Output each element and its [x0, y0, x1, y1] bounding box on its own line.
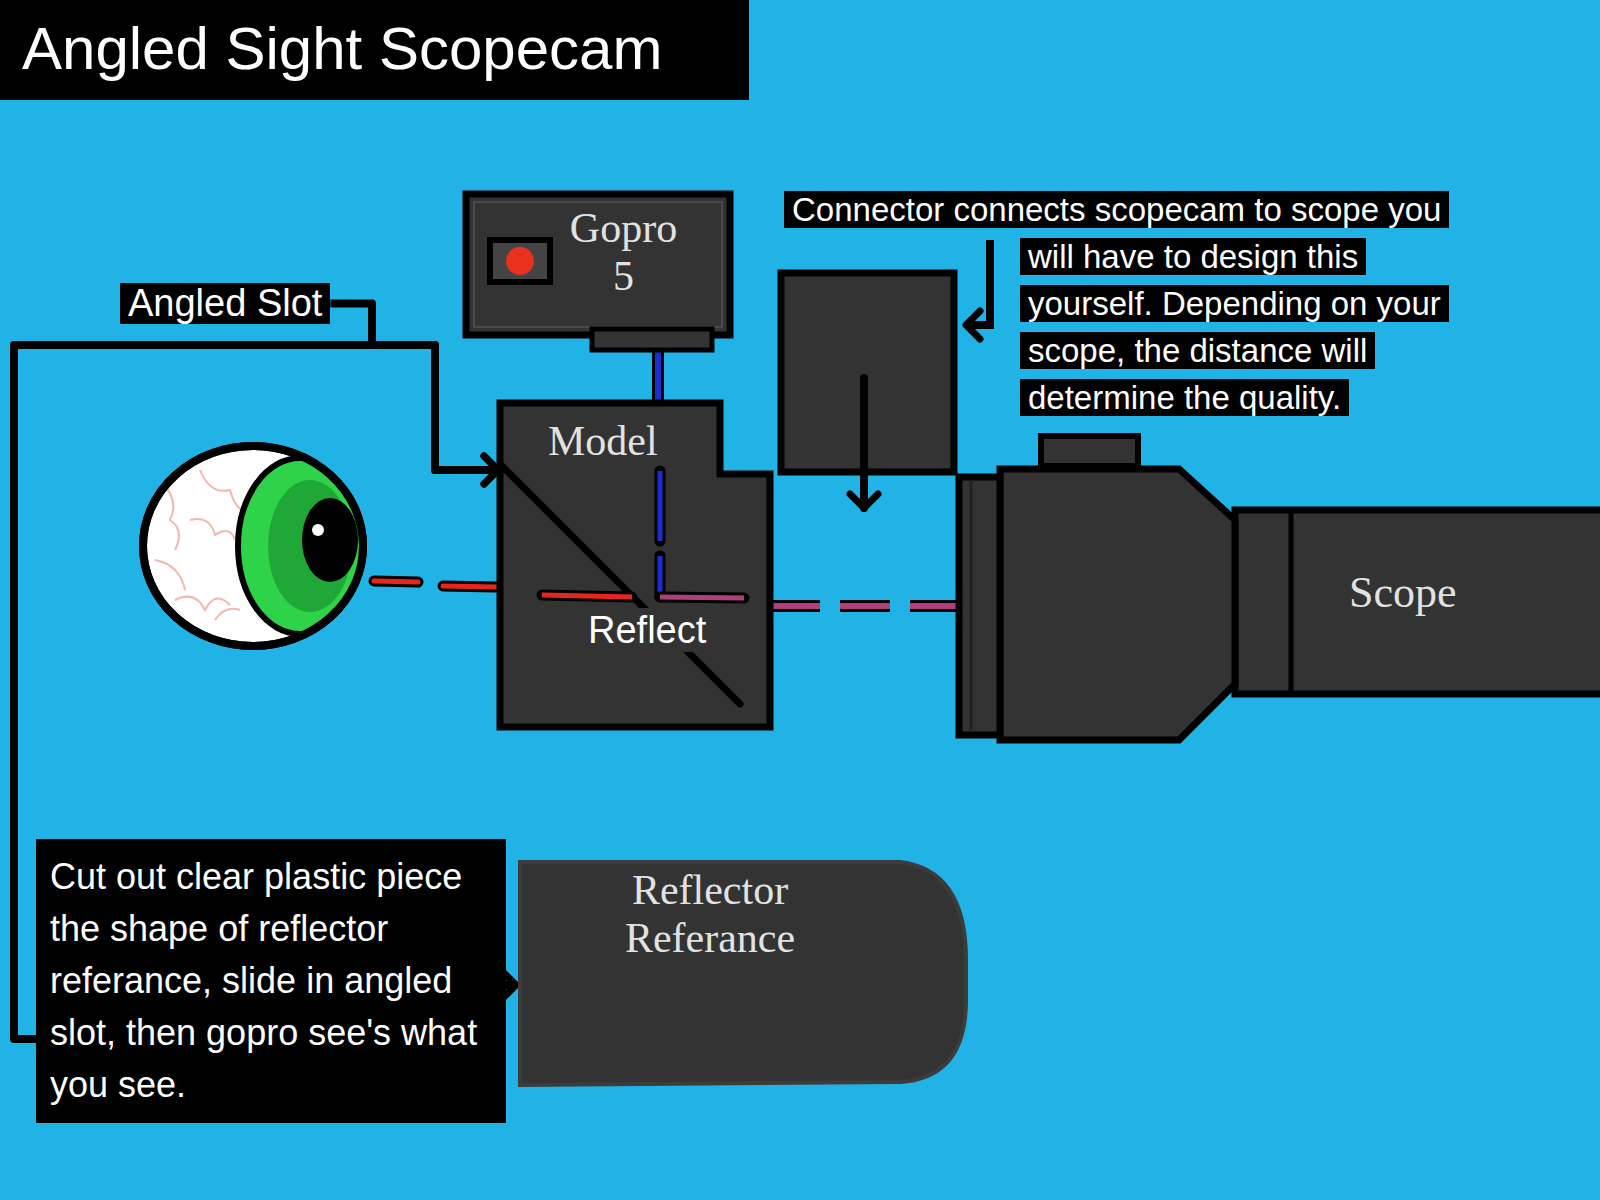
- connector-line: [506, 981, 516, 989]
- node-text: Reflector Referance: [570, 866, 850, 962]
- node-text: Angled Slot: [128, 283, 322, 324]
- angled-slot-label: Angled Slot: [120, 283, 330, 324]
- scope-body-shape: [957, 434, 1600, 741]
- model-box: ModelReflect: [500, 403, 770, 727]
- node-text: Gopro 5: [561, 204, 686, 300]
- connector-outline: [652, 352, 664, 403]
- gopro-box: Gopro 5: [466, 194, 730, 352]
- title-bar: Angled Sight Scopecam: [0, 0, 749, 100]
- connector-callout: Connector connects scopecam to scope you…: [784, 186, 1464, 421]
- scope-body: Scope: [957, 434, 1600, 741]
- connector-line: [655, 352, 661, 403]
- cutout-callout: Cut out clear plastic piece the shape of…: [36, 839, 506, 1123]
- part-label: Reflect: [584, 608, 710, 652]
- connector-arrow: [860, 378, 868, 508]
- callout-leader: [966, 240, 990, 325]
- eye: [143, 446, 363, 646]
- sight-line: [374, 581, 496, 587]
- node-text: Cut out clear plastic piece the shape of…: [50, 851, 492, 1111]
- reflector-reference: Reflector Referance: [520, 860, 969, 1087]
- connector: [770, 606, 957, 607]
- connector-outline: [770, 600, 957, 612]
- connector-line: [770, 603, 957, 609]
- connector: [658, 352, 659, 403]
- connector: [506, 985, 516, 986]
- node-text: Model: [548, 417, 658, 465]
- node-text: Connector connects scopecam to scope you…: [784, 191, 1449, 416]
- node-text: Scope: [1349, 568, 1457, 618]
